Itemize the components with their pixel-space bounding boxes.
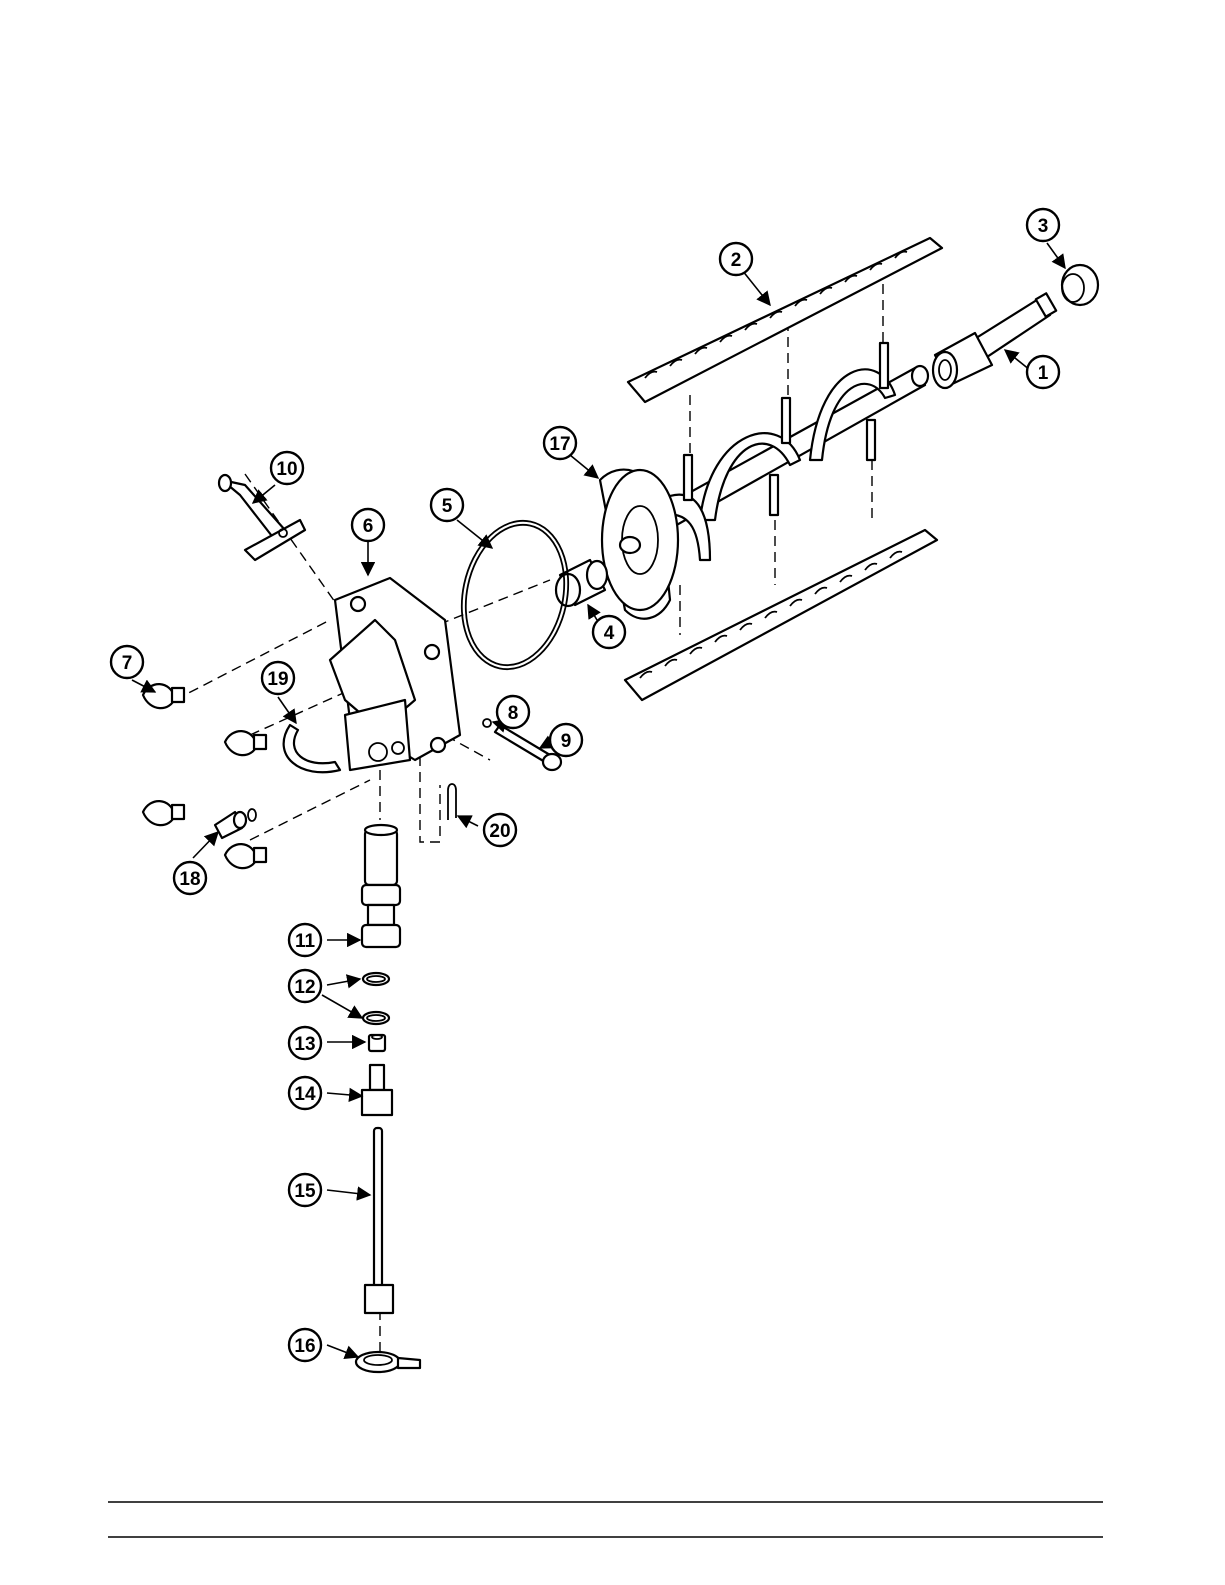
callout-2: 2 [720, 243, 752, 275]
callout-4: 4 [593, 616, 625, 648]
draw-valve [362, 825, 400, 947]
callout-number: 1 [1038, 363, 1049, 384]
callout-number: 8 [508, 703, 519, 724]
valve-o-rings [363, 973, 389, 1024]
rod-cap [356, 1352, 420, 1372]
callout-14: 14 [289, 1077, 321, 1109]
callout-17: 17 [544, 427, 576, 459]
callout-number: 12 [294, 977, 315, 998]
callout-number: 17 [549, 434, 570, 455]
freezer-door [330, 578, 460, 770]
door-gasket [284, 725, 340, 772]
scraper-disc [600, 470, 678, 619]
callout-16: 16 [289, 1329, 321, 1361]
callout-5: 5 [431, 489, 463, 521]
callout-10: 10 [271, 452, 303, 484]
callout-number: 16 [294, 1336, 315, 1357]
valve-nut [369, 1035, 385, 1051]
rear-bushing [1062, 265, 1098, 305]
callout-number: 2 [731, 250, 742, 271]
callout-number: 14 [294, 1084, 316, 1105]
callout-number: 19 [267, 669, 288, 690]
callout-number: 4 [604, 623, 615, 644]
callout-number: 6 [363, 516, 374, 537]
callout-1: 1 [1027, 356, 1059, 388]
callout-13: 13 [289, 1027, 321, 1059]
callout-number: 9 [561, 731, 572, 752]
callout-number: 20 [489, 821, 510, 842]
callout-8: 8 [497, 696, 529, 728]
prime-plug [215, 809, 256, 838]
callout-number: 10 [276, 459, 297, 480]
callout-number: 7 [122, 653, 133, 674]
callout-number: 3 [1038, 216, 1049, 237]
callout-number: 5 [442, 496, 453, 517]
callout-number: 18 [179, 869, 200, 890]
callout-15: 15 [289, 1174, 321, 1206]
callout-20: 20 [484, 814, 516, 846]
callout-11: 11 [289, 924, 321, 956]
assembly-lines [175, 268, 883, 1355]
callout-number: 13 [294, 1034, 315, 1055]
callout-number: 15 [294, 1181, 316, 1202]
callout-19: 19 [262, 662, 294, 694]
door-handles [143, 684, 266, 868]
callout-12: 12 [289, 970, 321, 1002]
spinner-blade [219, 475, 305, 560]
handle-clevis [362, 1065, 392, 1115]
callout-6: 6 [352, 509, 384, 541]
callout-3: 3 [1027, 209, 1059, 241]
callout-18: 18 [174, 862, 206, 894]
callout-7: 7 [111, 646, 143, 678]
callout-number: 11 [295, 931, 316, 952]
draw-rod [365, 1128, 393, 1313]
leader-lines [132, 243, 1065, 1357]
callout-9: 9 [550, 724, 582, 756]
cotter-pin [448, 784, 456, 820]
upper-blade [628, 238, 942, 402]
